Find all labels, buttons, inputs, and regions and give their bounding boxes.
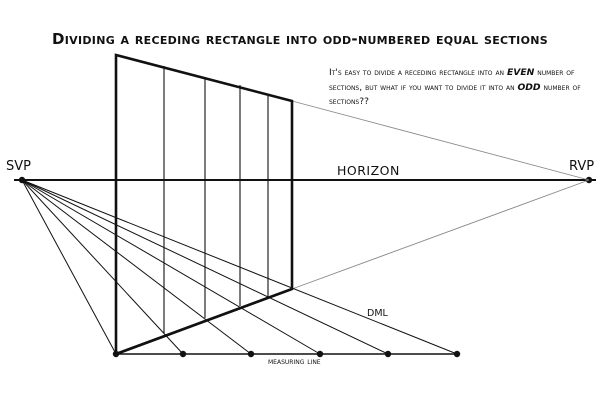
note-even-emphasis: EVEN — [506, 67, 535, 78]
measure-point-4 — [316, 350, 324, 358]
diagram-title: Dividing a receding rectangle into odd-n… — [52, 30, 548, 48]
measure-point-5 — [384, 350, 392, 358]
note-text-3: number of sections?? — [329, 81, 581, 108]
svp-line-2 — [21, 179, 184, 355]
measuring-line-label: measuring line — [268, 357, 321, 367]
note-text-2: number of sections, but what if you want… — [329, 67, 575, 93]
measure-point-6 — [453, 350, 461, 358]
receding-rectangle — [114, 53, 294, 356]
rvp-label: RVP — [569, 159, 595, 174]
explanation-note: It's easy to divide a receding rectangle… — [329, 66, 594, 110]
svp-line-3 — [21, 179, 252, 355]
measure-point-2 — [179, 350, 187, 358]
note-text-1: It's easy to divide a receding rectangle… — [329, 67, 505, 78]
svp-line-1 — [21, 179, 117, 355]
svp-line-4 — [21, 179, 321, 355]
rvp-guide-top — [291, 100, 590, 181]
svp-label: SVP — [6, 159, 31, 174]
rvp-guide-bottom — [291, 179, 590, 290]
dml-label: DML — [367, 308, 388, 319]
horizon-label: HORIZON — [337, 163, 400, 178]
measure-point-3 — [247, 350, 255, 358]
note-odd-emphasis: ODD — [517, 81, 541, 93]
